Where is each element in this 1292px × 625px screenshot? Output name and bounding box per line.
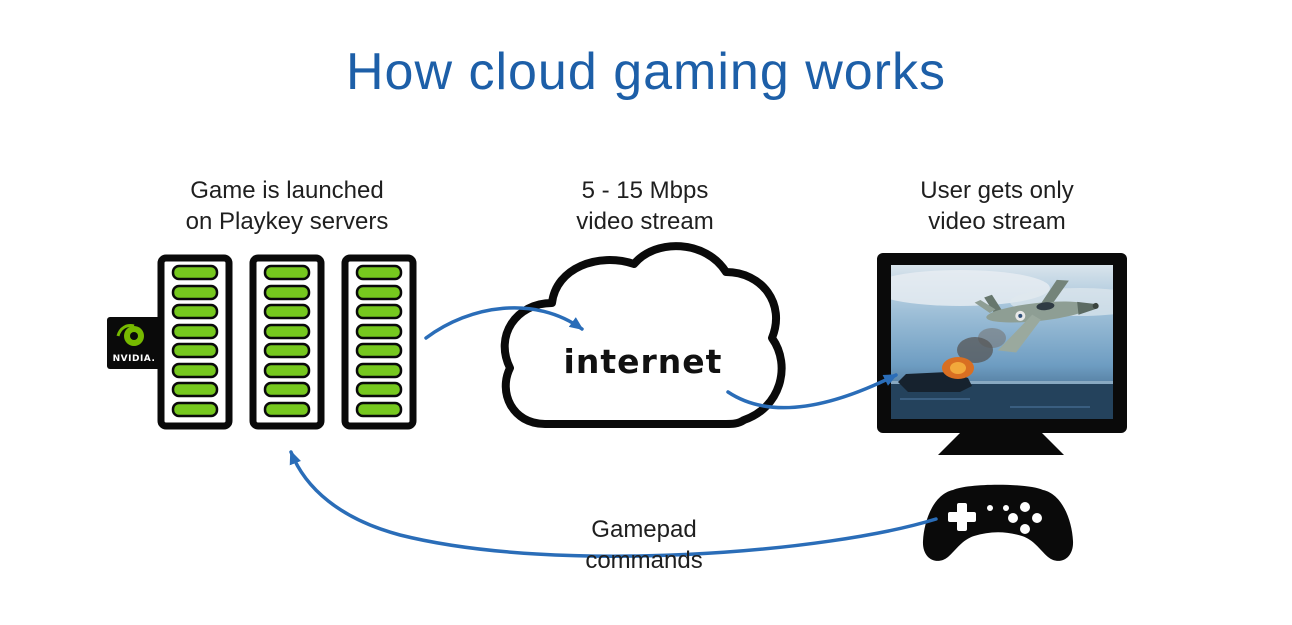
server-slot	[171, 401, 219, 418]
server-rack-icon-2	[249, 254, 325, 430]
server-slot	[355, 264, 403, 281]
screen-wave	[900, 398, 970, 400]
screen-cloud	[891, 270, 1050, 306]
plane-tailplane	[974, 299, 996, 314]
servers-caption-line1: Game is launched	[190, 177, 384, 204]
gamepad-dpad-horizontal	[948, 512, 976, 522]
screen-horizon	[891, 381, 1113, 384]
gamepad-button	[1008, 513, 1018, 523]
plane-far-wing	[1039, 279, 1069, 308]
server-slot	[171, 323, 219, 340]
gamepad-select-button	[987, 505, 993, 511]
page-title: How cloud gaming works	[345, 43, 947, 101]
plane-spinner	[1092, 302, 1099, 309]
gamepad-body	[922, 484, 1074, 561]
gamepad-icon	[922, 484, 1074, 561]
monitor-stand	[938, 433, 1064, 455]
stream-caption-line2: video stream	[576, 208, 714, 235]
server-slot	[263, 362, 311, 379]
plane-fuselage	[986, 301, 1090, 323]
server-slot	[171, 381, 219, 398]
server-slot	[355, 323, 403, 340]
gamepad-caption-line1: Gamepad	[591, 516, 697, 543]
user-caption-line2: video stream	[928, 208, 1066, 235]
server-slot	[171, 342, 219, 359]
server-slot	[355, 362, 403, 379]
screen-wave	[1010, 406, 1090, 408]
server-rack-frame	[157, 254, 233, 430]
gamepad-button	[1020, 524, 1030, 534]
server-slot	[171, 284, 219, 301]
server-rack-icon-3	[341, 254, 417, 430]
server-slot	[263, 264, 311, 281]
server-slot	[263, 381, 311, 398]
gamepad-button	[1020, 502, 1030, 512]
stream-caption: 5 - 15 Mbps video stream	[495, 175, 795, 237]
nvidia-label: NVIDIA.	[113, 354, 156, 364]
plane-near-wing	[997, 314, 1041, 353]
gamepad-caption-line2: commands	[585, 547, 703, 574]
server-slot	[263, 342, 311, 359]
screen-explosion-core	[950, 362, 966, 374]
server-slot	[355, 284, 403, 301]
plane-canopy	[1036, 302, 1055, 311]
nvidia-eye-pupil	[130, 332, 138, 340]
gamepad-start-button	[1003, 505, 1009, 511]
server-slot	[171, 264, 219, 281]
arrow-servers-to-cloud	[424, 306, 584, 340]
server-rack-icon-1	[157, 254, 233, 430]
server-slot	[263, 284, 311, 301]
servers-caption: Game is launched on Playkey servers	[137, 175, 437, 237]
plane-roundel-center	[1018, 313, 1023, 318]
server-slot	[263, 401, 311, 418]
server-rack-frame	[249, 254, 325, 430]
gamepad-button	[1032, 513, 1042, 523]
nvidia-logo-icon: NVIDIA.	[107, 317, 161, 369]
server-slot	[171, 303, 219, 320]
nvidia-eye-swirl	[116, 324, 135, 337]
plane-tail-fin	[984, 294, 1002, 313]
user-caption: User gets only video stream	[847, 175, 1147, 237]
screen-plane-icon	[974, 279, 1099, 353]
server-slot	[263, 323, 311, 340]
screen-smoke	[957, 337, 993, 363]
server-slot	[355, 401, 403, 418]
server-slot	[171, 362, 219, 379]
gamepad-caption: Gamepad commands	[494, 514, 794, 576]
plane-nose	[1077, 301, 1096, 315]
internet-label: internet	[564, 342, 723, 381]
arrow-cloud-to-monitor	[726, 373, 898, 410]
monitor-screen	[891, 265, 1113, 419]
server-slot	[355, 381, 403, 398]
server-rack-frame	[341, 254, 417, 430]
server-slot	[263, 303, 311, 320]
arrow-gamepad-to-servers	[289, 450, 938, 558]
stream-caption-line1: 5 - 15 Mbps	[581, 177, 709, 204]
server-slot	[355, 303, 403, 320]
server-slot	[355, 342, 403, 359]
user-caption-line1: User gets only	[920, 177, 1074, 204]
servers-caption-line2: on Playkey servers	[185, 208, 389, 235]
monitor-icon	[877, 253, 1127, 455]
